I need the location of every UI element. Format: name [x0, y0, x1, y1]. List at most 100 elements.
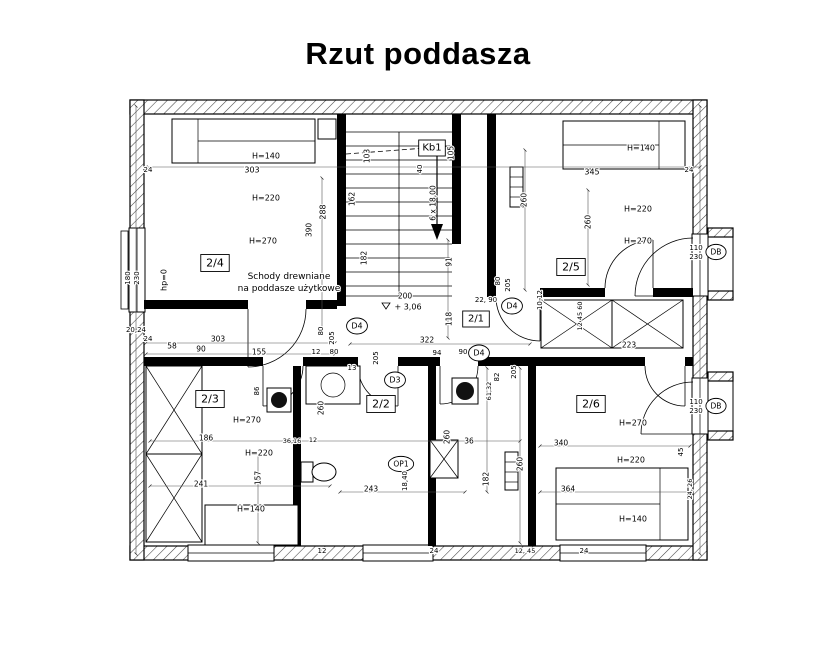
- svg-text:90: 90: [196, 345, 206, 354]
- dimension-label: 260: [514, 456, 525, 473]
- svg-text:241: 241: [194, 480, 209, 489]
- dimension-label: 94: [431, 348, 443, 358]
- dimension-label: 36: [463, 435, 475, 446]
- dimension-label: 80: [493, 275, 503, 286]
- svg-text:36: 36: [464, 437, 474, 446]
- svg-text:20,24: 20,24: [126, 326, 147, 334]
- svg-text:86: 86: [253, 386, 261, 395]
- svg-text:24, 26: 24, 26: [686, 479, 694, 500]
- svg-text:2/2: 2/2: [372, 398, 390, 411]
- svg-text:12 45 60: 12 45 60: [576, 302, 584, 331]
- dimension-label: 364: [560, 483, 577, 494]
- dimension-label: 260: [441, 429, 452, 446]
- dimension-label: 20,24: [125, 325, 148, 335]
- svg-text:10,12: 10,12: [536, 290, 544, 310]
- balcony-door-arc: [634, 237, 694, 297]
- svg-text:340: 340: [554, 439, 569, 448]
- dimension-label: 182: [480, 471, 491, 488]
- dimension-label: H=270: [232, 414, 262, 425]
- svg-text:230: 230: [689, 253, 702, 261]
- dimension-label: Schody drewniane: [246, 271, 332, 283]
- svg-text:260: 260: [584, 215, 593, 230]
- balcony-door-arc: [640, 381, 694, 435]
- svg-text:110: 110: [689, 398, 702, 406]
- door-arc: [247, 308, 307, 368]
- room-label: Kb1: [418, 139, 446, 157]
- svg-text:13: 13: [348, 364, 357, 372]
- dimension-label: 390: [303, 222, 314, 239]
- svg-text:205: 205: [510, 365, 518, 378]
- dimension-label: + 3,06: [393, 301, 422, 312]
- door-label: DB: [705, 243, 727, 261]
- dimension-label: 205: [503, 277, 513, 293]
- svg-text:40: 40: [416, 165, 424, 174]
- svg-text:205: 205: [504, 278, 512, 291]
- dimension-label: H=140: [251, 150, 281, 161]
- washbasin-icon: [305, 365, 361, 405]
- svg-text:182: 182: [360, 251, 369, 266]
- svg-text:H=220: H=220: [617, 456, 645, 465]
- door-label: D3: [384, 371, 406, 389]
- dimension-label: H=270: [618, 417, 648, 428]
- svg-text:22, 90: 22, 90: [475, 296, 497, 304]
- dimension-label: 24: [142, 165, 154, 175]
- dimension-label: 186: [198, 432, 215, 443]
- room-label: 2/4: [200, 254, 230, 272]
- svg-text:H=270: H=270: [624, 237, 652, 246]
- svg-text:DB: DB: [711, 248, 722, 257]
- svg-text:2/3: 2/3: [201, 393, 219, 406]
- svg-text:90: 90: [459, 348, 468, 356]
- svg-text:H=220: H=220: [245, 449, 273, 458]
- wardrobe-icon: [611, 299, 684, 349]
- sink-icon: [266, 387, 292, 413]
- dimension-label: 260: [518, 192, 529, 209]
- outer-walls: [129, 99, 734, 561]
- svg-text:H=270: H=270: [249, 237, 277, 246]
- door-label: D4: [501, 297, 523, 315]
- svg-text:H=140: H=140: [627, 144, 655, 153]
- dimension-label: 223: [621, 339, 638, 350]
- svg-text:18,40: 18,40: [401, 471, 409, 491]
- svg-text:162: 162: [348, 192, 357, 207]
- vent-shaft-icon: [429, 439, 459, 479]
- svg-text:45: 45: [677, 448, 685, 457]
- bed-icon: [562, 120, 686, 170]
- door-label: OP1: [387, 455, 415, 473]
- room-label: 2/3: [195, 390, 225, 408]
- dimension-label: 10,12: [535, 289, 545, 311]
- dimension-label: 182: [358, 250, 369, 267]
- dimension-label: 110: [688, 397, 704, 407]
- svg-text:205: 205: [372, 351, 380, 364]
- svg-text:H=270: H=270: [233, 416, 261, 425]
- dimension-label: 205: [509, 364, 519, 380]
- svg-text:+ 3,06: + 3,06: [394, 303, 421, 312]
- dimension-label: 241: [193, 478, 210, 489]
- radiator-icon: [509, 166, 524, 208]
- dimension-label: H=270: [248, 235, 278, 246]
- dimension-label: hp=0: [158, 268, 169, 292]
- svg-text:H=270: H=270: [619, 419, 647, 428]
- svg-text:103: 103: [363, 149, 372, 164]
- svg-text:hp=0: hp=0: [160, 269, 169, 291]
- dimension-label: 157: [252, 470, 263, 487]
- dimension-label: 22, 90: [474, 295, 498, 305]
- svg-text:91: 91: [445, 257, 454, 267]
- dimension-label: 86: [252, 385, 262, 397]
- dimension-label: 12 45 60: [575, 300, 585, 331]
- dimension-label: 82: [492, 371, 502, 382]
- svg-text:345: 345: [584, 168, 599, 177]
- dimension-label: 91: [443, 256, 454, 268]
- room-label: 2/6: [576, 395, 606, 413]
- svg-text:288: 288: [319, 204, 328, 219]
- svg-text:110: 110: [689, 244, 702, 252]
- dimension-label: 80: [328, 347, 339, 357]
- svg-text:24: 24: [580, 547, 589, 555]
- dimension-label: 303: [210, 333, 227, 344]
- dimension-label: 180: [123, 270, 133, 286]
- page-title: Rzut poddasza: [305, 36, 531, 71]
- dimension-label: 40: [415, 163, 425, 174]
- door-label: DB: [705, 397, 727, 415]
